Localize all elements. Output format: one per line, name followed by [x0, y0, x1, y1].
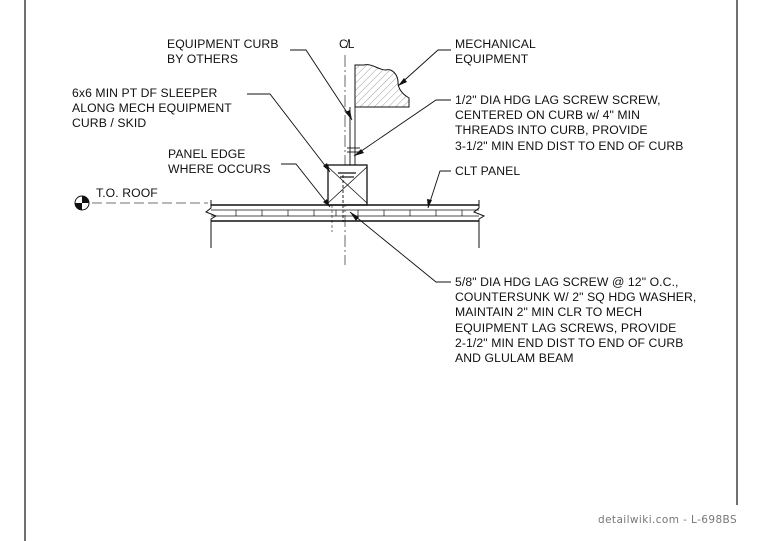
sleeper-box [327, 164, 368, 206]
leader-clt-panel [427, 170, 451, 209]
leader-equipment-curb [290, 49, 353, 121]
leader-lag-screw-half [353, 99, 451, 157]
leader-panel-edge [281, 163, 331, 208]
leader-lines [247, 49, 451, 283]
elevation-marker-icon [74, 195, 90, 211]
label-to-roof: T.O. ROOF [96, 186, 158, 200]
label-equipment-curb: EQUIPMENT CURB BY OTHERS [167, 37, 279, 67]
clt-panel [205, 200, 486, 248]
leader-sleeper [247, 93, 331, 173]
label-lag-screw-five-eighths: 5/8" DIA HDG LAG SCREW @ 12" O.C., COUNT… [455, 275, 697, 366]
mechanical-equipment-shape [354, 64, 410, 108]
label-mechanical-equipment: MECHANICAL EQUIPMENT [455, 37, 536, 67]
label-lag-screw-half: 1/2" DIA HDG LAG SCREW SCREW, CENTERED O… [455, 93, 684, 153]
label-sleeper: 6x6 MIN PT DF SLEEPER ALONG MECH EQUIPME… [72, 86, 232, 131]
label-panel-edge: PANEL EDGE WHERE OCCURS [168, 147, 271, 177]
leader-mechanical-equipment [397, 49, 451, 87]
leader-lag-screw-five-eighths [349, 211, 451, 283]
label-clt-panel: CLT PANEL [455, 164, 521, 178]
centerline-symbol: C̸L [339, 37, 355, 51]
leader-arrowheads [323, 78, 432, 221]
watermark: detailwiki.com - L-698BS [598, 514, 738, 526]
